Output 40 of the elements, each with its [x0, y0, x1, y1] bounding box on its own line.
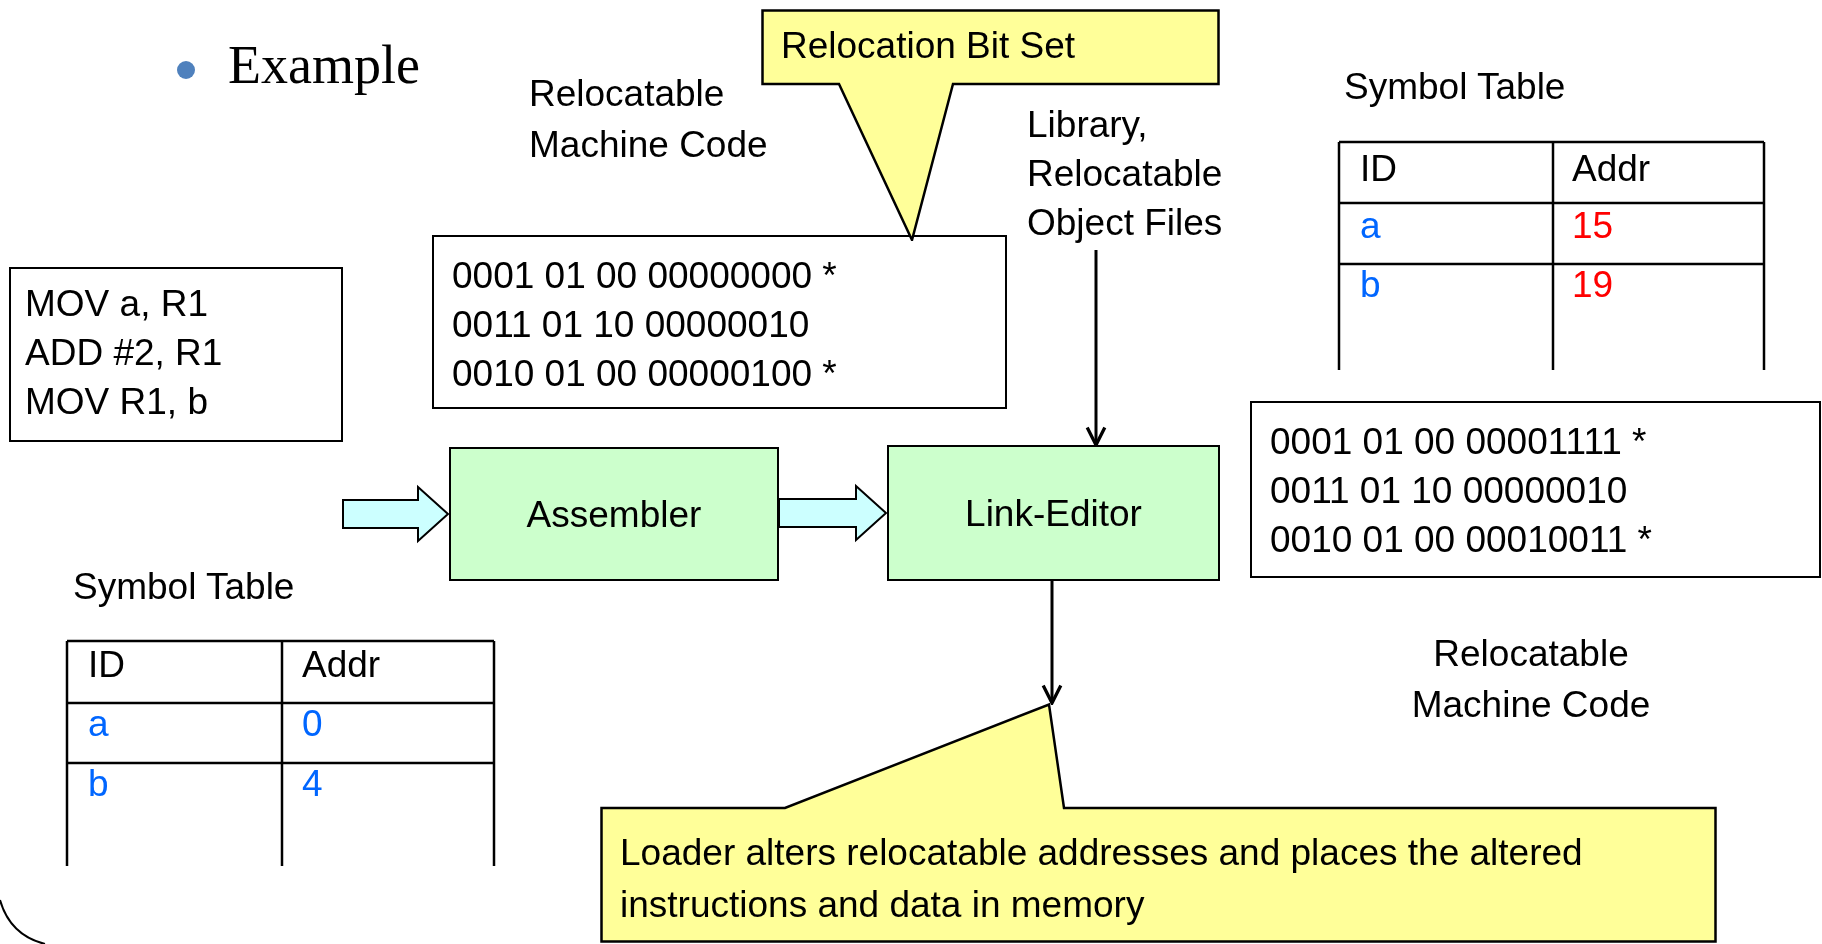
input-label: Library, Relocatable Object Files: [1027, 103, 1224, 245]
code-line: ADD #2, R1: [25, 331, 224, 375]
bullet-text: Example: [228, 34, 420, 96]
code-box: [9, 267, 343, 442]
code-line: 0010 01 00 00000100 *: [452, 352, 838, 396]
table-cell-text: a: [88, 703, 109, 745]
table-cell-text: 4: [302, 763, 323, 805]
code-line: MOV R1, b: [25, 380, 209, 424]
table-cell-text: ID: [88, 644, 125, 686]
callout-text: Relocation Bit Set: [781, 24, 1076, 68]
table-cell-text: Addr: [302, 644, 381, 686]
box-label: Assembler: [526, 492, 702, 537]
code-line: 0011 01 10 00000010: [452, 303, 811, 347]
code-line: 0001 01 00 00001111 *: [1270, 420, 1648, 464]
table-cell-text: b: [88, 763, 109, 805]
block-arrow: [778, 483, 888, 543]
table-cell-text: b: [1360, 264, 1381, 306]
code-line: 0010 01 00 00010011 *: [1270, 518, 1653, 562]
table-cell-text: Addr: [1572, 148, 1651, 190]
code-line: 0011 01 10 00000010: [1270, 469, 1629, 513]
table-cell-text: 19: [1572, 264, 1614, 306]
table-title: Symbol Table: [73, 566, 295, 608]
table-cell-text: 15: [1572, 205, 1614, 247]
code-caption: Relocatable Machine Code: [1410, 632, 1652, 727]
table-cell-text: 0: [302, 703, 323, 745]
table-cell-text: ID: [1360, 148, 1397, 190]
process-box: [449, 447, 779, 581]
block-arrow: [342, 484, 450, 544]
arrow: [1041, 581, 1063, 705]
table-title: Symbol Table: [1344, 66, 1566, 108]
table-cell-text: a: [1360, 205, 1381, 247]
code-line: 0001 01 00 00000000 *: [452, 254, 838, 298]
code-line: MOV a, R1: [25, 282, 209, 326]
code-box: [1250, 401, 1821, 578]
code-box: [432, 235, 1007, 409]
callout-text: Loader alters relocatable addresses and places the altered instructions and data in memory: [620, 831, 1584, 927]
process-box: [887, 445, 1220, 581]
box-label: Link-Editor: [965, 491, 1142, 536]
arrow: [1085, 250, 1107, 447]
code-caption: Relocatable Machine Code: [529, 72, 769, 167]
